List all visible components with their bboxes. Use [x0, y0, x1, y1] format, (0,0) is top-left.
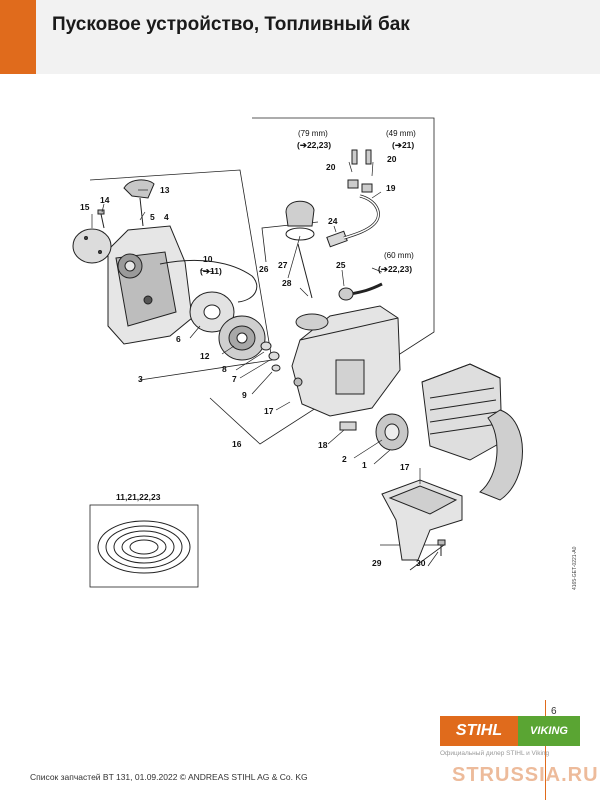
label-20b: 20 [387, 154, 397, 164]
engine-block [421, 363, 523, 501]
group-frame-tank [209, 117, 435, 445]
footer-text: Список запчастей BT 131, 01.09.2022 © AN… [30, 772, 308, 782]
label-26: 26 [259, 264, 269, 274]
label-17a: 17 [264, 406, 274, 416]
label-21: (➔21) [392, 140, 414, 150]
header-accent [0, 0, 36, 74]
label-8: 8 [222, 364, 227, 374]
label-10: 10 [203, 254, 213, 264]
rope-rotor [218, 315, 266, 361]
label-3: 3 [138, 374, 143, 384]
header-bar [0, 0, 600, 74]
label-1: 1 [362, 460, 367, 470]
starter-handle [123, 179, 155, 227]
label-7: 7 [232, 374, 237, 384]
bottom-cover [381, 479, 463, 561]
label-9: 9 [242, 390, 247, 400]
pickup-line [297, 243, 313, 299]
label-2: 2 [342, 454, 347, 464]
label-27: 27 [278, 260, 288, 270]
label-60mm-ref: (➔22,23) [378, 264, 412, 274]
label-18: 18 [318, 440, 328, 450]
label-30: 30 [416, 558, 426, 568]
viking-logo: VIKING [518, 716, 580, 746]
label-19: 19 [386, 183, 396, 193]
label-10-ref: (➔11) [200, 266, 222, 276]
grommet [338, 287, 354, 301]
label-16: 16 [232, 439, 242, 449]
starter-housing [107, 225, 193, 345]
rewind-spring [189, 291, 235, 333]
label-12: 12 [200, 351, 210, 361]
starter-rope [159, 259, 258, 303]
group-frame-hose [261, 221, 319, 263]
kit-frame [89, 504, 199, 588]
watermark: STRUSSIA.RU [452, 764, 599, 786]
return-hose [349, 282, 383, 296]
label-49mm: (49 mm) [386, 129, 416, 138]
flywheel [375, 413, 409, 451]
page-divider [545, 700, 546, 800]
side-code: 4165-GET-0221-A0 [572, 546, 578, 590]
page-number: 6 [551, 706, 557, 717]
page-title: Пусковое устройство, Топливный бак [52, 14, 410, 35]
label-14: 14 [100, 195, 110, 205]
label-28: 28 [282, 278, 292, 288]
screw-14 [97, 209, 105, 229]
label-24: 24 [328, 216, 338, 226]
label-6: 6 [176, 334, 181, 344]
label-kit: 11,21,22,23 [116, 492, 161, 502]
label-15: 15 [80, 202, 90, 212]
label-17b: 17 [400, 462, 410, 472]
group-frame-starter [89, 169, 273, 381]
fuel-filter [326, 230, 348, 248]
label-79mm: (79 mm) [298, 129, 328, 138]
screw-30 [437, 539, 446, 556]
exploded-parts-diagram: 13 5 4 14 15 10 (➔11) 6 12 8 7 9 3 17 16… [72, 117, 523, 588]
label-4: 4 [164, 212, 169, 222]
label-13: 13 [160, 185, 170, 195]
tank-cap [285, 200, 315, 241]
spring-coil [97, 520, 191, 574]
label-29: 29 [372, 558, 382, 568]
cover-plate [72, 228, 112, 264]
small-parts-8-9 [260, 341, 281, 372]
label-60mm: (60 mm) [384, 251, 414, 260]
label-25: 25 [336, 260, 346, 270]
stihl-logo: STIHL [440, 716, 518, 746]
fuel-tank [291, 305, 401, 417]
label-20a: 20 [326, 162, 336, 172]
label-5: 5 [150, 212, 155, 222]
hose-fittings [347, 149, 373, 193]
dealer-text: Официальный дилер STIHL и Viking [440, 750, 550, 757]
bushing [339, 421, 357, 431]
label-79mm-ref: (➔22,23) [297, 140, 331, 150]
